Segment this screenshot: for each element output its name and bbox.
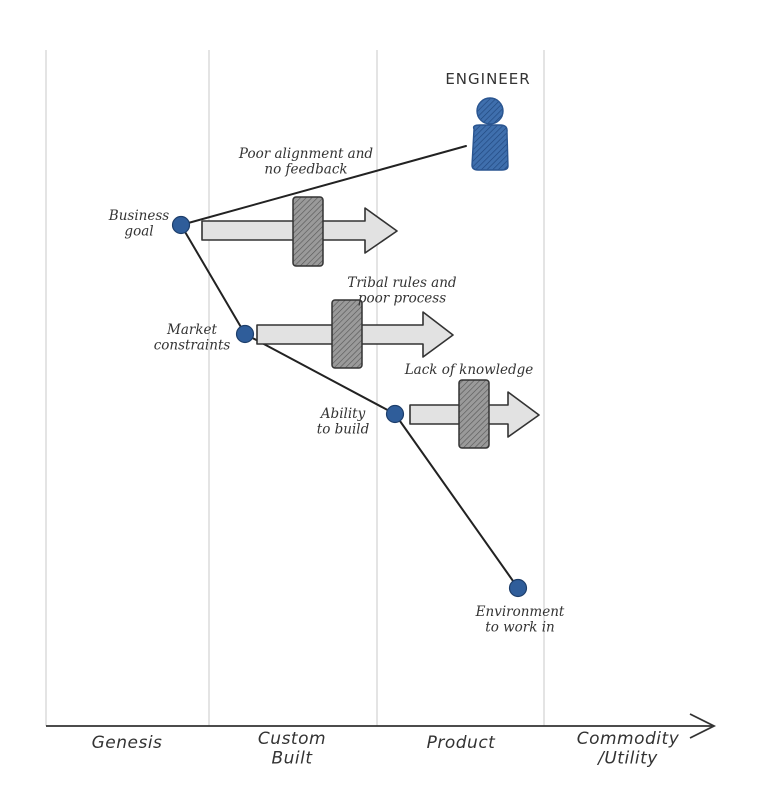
value-chain-links <box>180 145 519 589</box>
barrier-lack-of-knowledge: Lack of knowledge <box>404 362 540 449</box>
engineer-actor: ENGINEER <box>445 70 530 171</box>
engineer-label: ENGINEER <box>445 70 530 88</box>
person-icon-head <box>476 97 504 125</box>
evolution-axis <box>46 713 717 739</box>
person-icon <box>471 124 509 171</box>
stage-commodity-utility: Commodity/Utility <box>577 729 680 769</box>
link-business-goal-market <box>180 224 246 335</box>
axis-arrowhead <box>689 713 717 739</box>
link-ability-environment <box>394 413 519 589</box>
blocker-block <box>331 299 363 369</box>
grid-lines <box>45 50 545 726</box>
blocker-block <box>458 379 490 449</box>
stage-genesis: Genesis <box>92 733 163 753</box>
node-dot <box>385 404 405 424</box>
stage-product: Product <box>427 733 497 753</box>
barrier-label: Lack of knowledge <box>404 362 534 378</box>
link-business-goal-engineer <box>180 145 467 226</box>
node-dot <box>508 578 528 598</box>
node-dot <box>235 324 255 344</box>
blocker-block <box>292 196 324 267</box>
link-market-ability <box>244 333 396 415</box>
node-dot <box>171 215 191 235</box>
